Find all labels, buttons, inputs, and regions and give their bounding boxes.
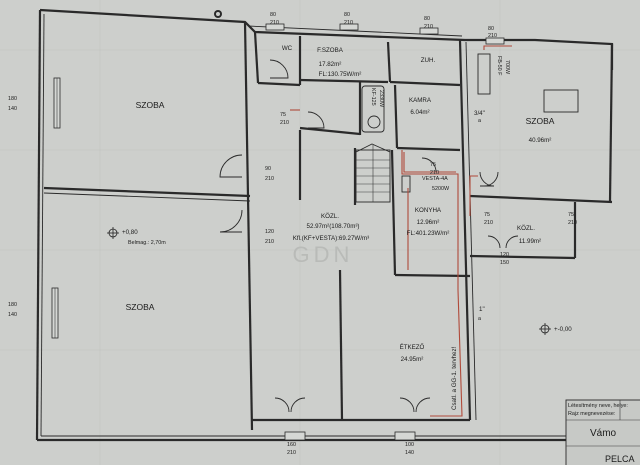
room-kfl-kozl-main: Kfl.(KF+VESTA):69.27W/m³ — [293, 235, 369, 242]
room-area-szoba-right: 40.96m² — [529, 137, 552, 144]
room-area-kozl-right: 11.99m² — [519, 238, 541, 245]
dim-80: 80 — [488, 26, 494, 32]
room-area-etkezo: 24.95m² — [401, 356, 424, 363]
room-label-szoba-right: SZOBA — [526, 116, 555, 126]
dim-120: 120 — [500, 252, 509, 258]
dim-75: 75 — [430, 162, 436, 168]
watermark: GDN — [293, 242, 354, 267]
dim-210: 210 — [488, 33, 497, 39]
dim-210: 210 — [265, 239, 274, 245]
dim-80: 80 — [270, 12, 276, 18]
dim-140: 140 — [8, 312, 17, 318]
dim-210: 210 — [287, 450, 296, 456]
dim-140: 140 — [8, 106, 17, 112]
dim-150: 150 — [500, 260, 509, 266]
windows — [51, 23, 505, 441]
room-fl-fszoba: FL:130.75W/m² — [319, 71, 362, 78]
title-block-pelca: PELCA — [605, 454, 635, 464]
fb50-power-label: 700W — [504, 60, 510, 75]
room-label-konyha: KONYHA — [415, 207, 442, 214]
pipe-size-34: 3/4" — [474, 110, 485, 117]
dim-80: 80 — [424, 16, 430, 22]
room-label-zuh: ZUH. — [421, 57, 436, 64]
dim-210: 210 — [430, 170, 439, 176]
room-label-fszoba: F.SZOBA — [317, 47, 344, 54]
fb50-label: FB-50 F — [496, 56, 502, 76]
pipe-marker-a1: a — [478, 118, 481, 124]
dim-210: 210 — [568, 220, 577, 226]
room-area-kozl-main: 52.97m²(108.70m³) — [307, 223, 360, 230]
room-label-etkezo: ÉTKEZŐ — [400, 344, 425, 351]
dim-210: 210 — [344, 20, 353, 26]
kf125-label: KF-125 — [370, 88, 376, 106]
title-block-letesitmeny: Létesítmény neve, helye: — [568, 403, 628, 409]
kf125-power-label: 2330W — [378, 90, 384, 108]
dim-90: 90 — [265, 166, 271, 172]
elevation-label-plus080: +0,80 — [122, 229, 138, 236]
title-block — [565, 399, 640, 465]
room-area-kamra: 6.04m² — [410, 109, 429, 116]
heating-pipes — [290, 45, 512, 417]
dim-180: 180 — [8, 96, 17, 102]
dim-75: 75 — [484, 212, 490, 218]
dim-210: 210 — [424, 24, 433, 30]
elevation-label-plus000: +-0,00 — [554, 326, 572, 333]
pipe-size-1: 1" — [479, 306, 485, 313]
room-label-wc: WC — [282, 45, 293, 52]
staircase — [355, 143, 391, 203]
dimension-labels: 80 210 80 210 80 210 80 210 75 210 90 21… — [8, 12, 577, 456]
doors — [219, 59, 519, 413]
elevation-markers — [107, 10, 551, 335]
pipe-marker-a2: a — [478, 316, 481, 322]
dim-75: 75 — [568, 212, 574, 218]
dim-120: 120 — [265, 229, 274, 235]
room-label-szoba-top-left: SZOBA — [136, 100, 165, 110]
room-fl-konyha: FL:401.23W/m² — [407, 230, 450, 237]
dim-140: 140 — [405, 450, 414, 456]
room-label-kozl-right: KÖZL. — [517, 225, 535, 232]
dim-80: 80 — [344, 12, 350, 18]
vesta-power-label: 5200W — [432, 186, 450, 192]
dim-210: 210 — [270, 20, 279, 26]
room-label-kamra: KAMRA — [409, 97, 432, 104]
dim-160: 160 — [287, 442, 296, 448]
fixtures — [361, 53, 579, 193]
dim-210: 210 — [280, 120, 289, 126]
dim-100: 100 — [405, 442, 414, 448]
room-area-fszoba: 17.82m² — [319, 61, 342, 68]
room-area-konyha: 12.96m² — [417, 219, 440, 226]
connection-note: Csatl. a GG-1. tervhez! — [451, 346, 458, 410]
dim-210: 210 — [484, 220, 493, 226]
vesta-label: VESTA-4A — [422, 176, 448, 182]
room-label-szoba-bottom-left: SZOBA — [126, 302, 155, 312]
dim-75: 75 — [280, 112, 286, 118]
room-label-kozl-main: KÖZL. — [321, 213, 339, 220]
title-block-vamo: Vámo — [590, 428, 617, 439]
dim-180: 180 — [8, 302, 17, 308]
ceiling-height-label: Belmag.: 2,70m — [128, 240, 166, 246]
title-block-rajz: Rajz megnevezése: — [568, 411, 615, 417]
dim-210: 210 — [265, 176, 274, 182]
